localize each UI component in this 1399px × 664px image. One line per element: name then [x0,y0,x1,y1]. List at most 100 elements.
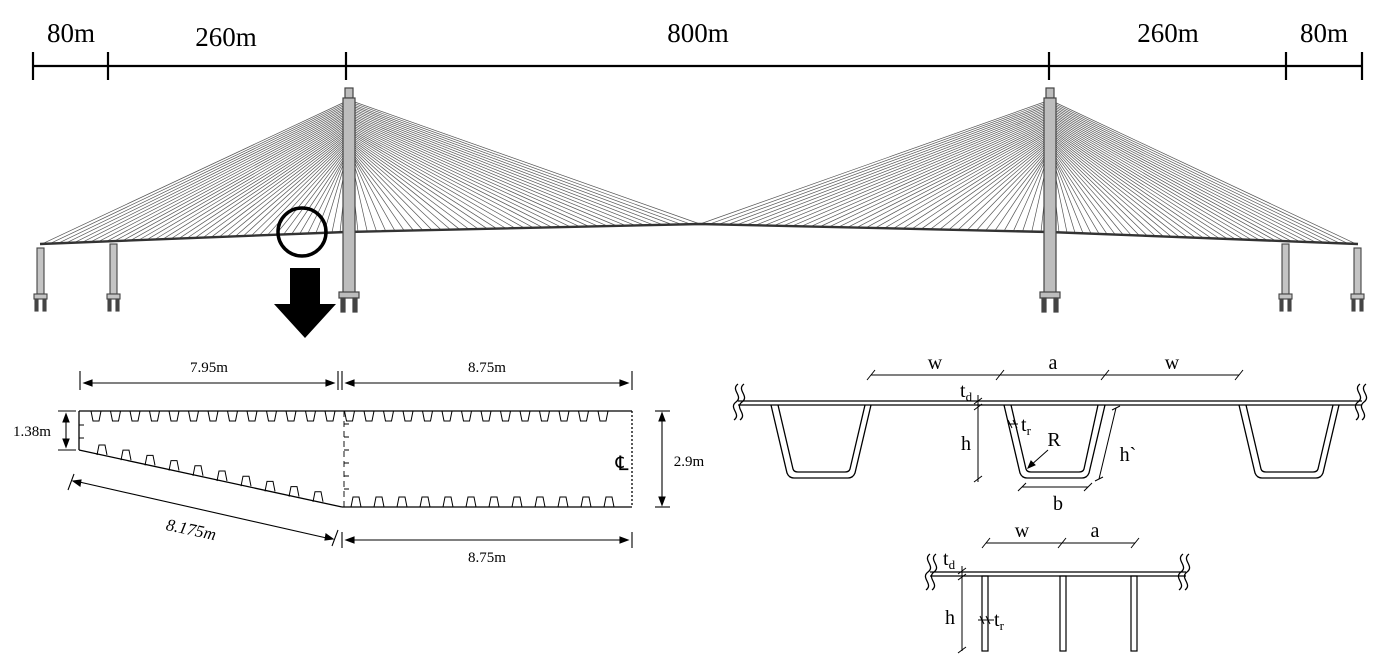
stay-cable [994,149,1051,231]
dim-label-depth: 2.9m [674,454,705,470]
stay-cable [291,148,350,235]
stay-cable [911,136,1051,230]
bottom-flange-ribs [350,496,615,508]
stiffener-rib [324,410,336,422]
stay-cable [801,117,1051,227]
stay-cable [819,120,1051,228]
span-dimension-line [31,52,1364,80]
stay-cable [939,140,1051,230]
stay-cable [1049,118,1260,241]
stiffener-rib [488,496,500,508]
stay-cable [348,131,516,229]
dim-h [973,412,983,483]
stay-cable [1049,134,1180,238]
stay-cable [348,120,580,228]
stay-cable [773,112,1051,227]
stiffener-rib [96,444,108,456]
stay-cable [348,124,553,228]
stay-cable [1049,110,1300,243]
stay-cable [348,139,470,230]
end-pier-left [33,247,48,312]
stay-cable [755,109,1051,226]
stiffener-rib [266,410,277,422]
stay-cable [847,124,1051,228]
stiffener-rib [168,410,180,422]
stay-cable [884,131,1051,229]
stay-cable [1049,124,1228,240]
dim-label-top-left: 7.95m [190,360,228,376]
stiffener-rib [534,496,546,508]
stiffener-rib [216,470,228,482]
label-R: R [1047,429,1061,451]
stiffener-rib [539,410,550,422]
span-label-main: 800m [667,18,729,48]
label-h-prime: h` [1120,444,1137,466]
stay-cable [154,121,350,240]
dim-top-right [341,371,633,390]
stiffener-rib [227,410,238,422]
label-h: h [945,607,955,629]
stay-cable [146,120,350,241]
stay-cable [1049,149,1092,234]
break-symbol-left [732,383,740,421]
dim-label-top-right: 8.75m [468,360,506,376]
top-deck-ribs [90,410,609,422]
stay-cable [348,118,590,227]
dim-h [957,582,967,654]
stay-cable [41,99,350,245]
stay-cable [348,142,451,230]
stiffener-rib [557,496,569,508]
stay-cable [348,112,627,226]
stay-cable [348,113,617,227]
stay-cable [348,137,479,230]
stay-cable [1049,109,1308,243]
stay-cable [1049,148,1108,235]
dim-bottom-right [341,532,633,548]
label-w-right: w [1165,352,1180,374]
dim-h-prime [1094,405,1121,482]
stay-cable [967,145,1051,231]
stay-cable [1049,105,1325,243]
stay-cable [235,137,350,237]
stay-cable [243,139,350,237]
stiffener-rib [207,410,219,422]
dim-sloped-bottom [67,473,339,547]
stiffener-rib [603,496,615,508]
edge-web-ticks [79,423,349,490]
stiffener-rib [442,496,454,508]
stiffener-rib [578,410,589,422]
stay-cable [865,128,1051,229]
stay-cable [828,121,1051,228]
stiffener-rib [597,410,609,422]
dim-edge-height [58,410,76,451]
stay-cable [49,101,350,244]
stiffener-rib [402,410,414,422]
left-pylon [338,87,360,313]
stay-cable [792,115,1051,227]
stiffener-rib [129,410,141,422]
stiffener-rib [383,410,394,422]
stay-cable [1049,101,1349,244]
stiffener-rib [285,410,297,422]
stay-cable [985,148,1051,231]
dim-tr [978,615,994,625]
dim-td [973,395,983,412]
stay-cable [227,135,350,237]
stiffener-rib [350,496,362,508]
stay-cable [1049,121,1244,240]
stiffener-rib [519,410,531,422]
stiffener-rib [480,410,492,422]
stay-cable [1049,149,1100,235]
stay-cable [348,104,673,225]
stay-cable [1049,131,1196,238]
stay-cable [90,109,350,243]
stay-cable [348,140,460,230]
stiffener-rib [373,496,385,508]
stiffener-rib [419,496,431,508]
stay-cable [348,123,562,228]
stay-cable [1049,115,1276,242]
stay-cable [348,149,396,232]
stay-cable [106,112,350,242]
stay-cable [1049,147,1116,235]
